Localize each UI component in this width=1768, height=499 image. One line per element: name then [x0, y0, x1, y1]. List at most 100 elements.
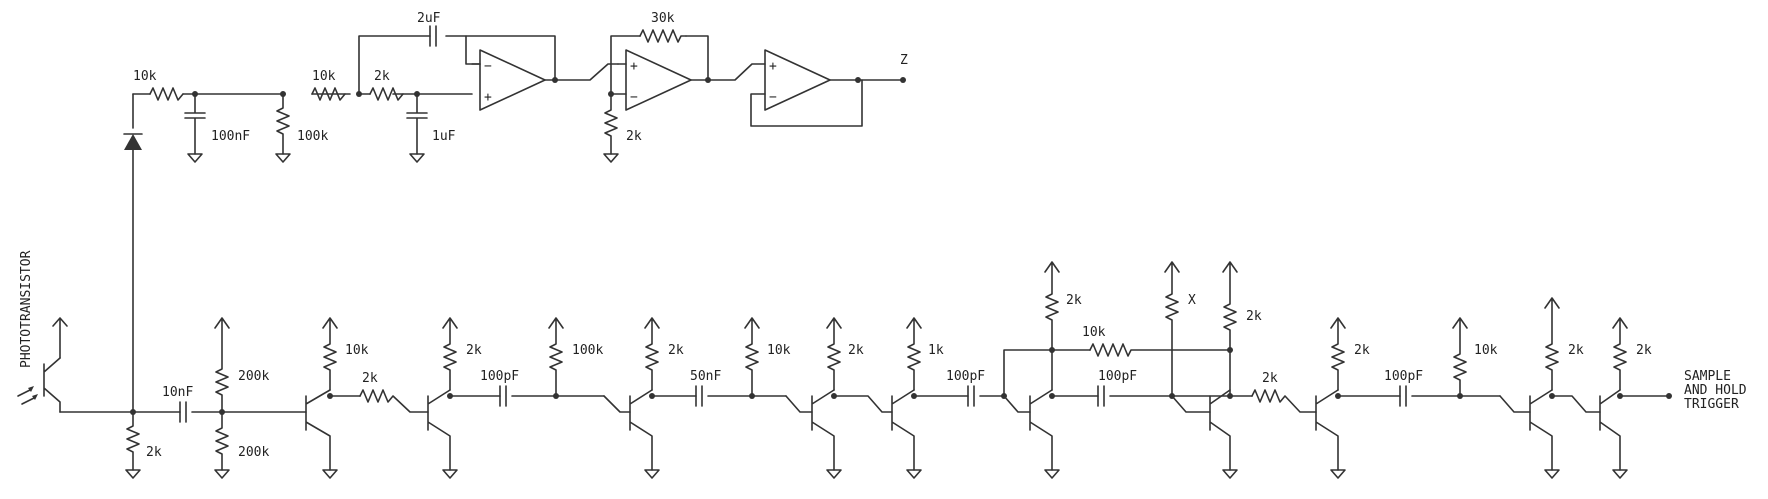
- resistor-1k-q5-collector: [906, 317, 922, 391]
- label-c-lp3: 1uF: [432, 129, 456, 144]
- label-phototransistor: PHOTOTRANSISTOR: [19, 250, 34, 368]
- label-r-b4: 10k: [767, 343, 791, 358]
- label-r-fb2: 10k: [1082, 325, 1106, 340]
- resistor-10k-feedback-2: [1089, 343, 1231, 357]
- resistor-200k-bottom: [214, 411, 230, 479]
- label-q7-rc: 2k: [1246, 309, 1262, 324]
- resistor-100k-b3: [548, 317, 564, 397]
- transistor-q4: [811, 389, 842, 479]
- capacitor-50nf: [695, 385, 703, 407]
- label-q10-rc: 2k: [1636, 343, 1652, 358]
- resistor-10k-input: [149, 87, 184, 101]
- label-q1-rb: 2k: [362, 371, 378, 386]
- resistor-100k-ground: [275, 93, 291, 163]
- label-q4-rc: 2k: [848, 343, 864, 358]
- svg-text:−: −: [769, 90, 777, 105]
- transistor-q3: [629, 389, 660, 479]
- resistor-2k-opamp2-gain: [603, 93, 619, 163]
- label-q9-rc: 2k: [1568, 343, 1584, 358]
- capacitor-2uf-feedback: [429, 25, 437, 47]
- resistor-200k-top: [214, 317, 230, 413]
- filter-amplifier-section: 10k 100nF 100k 10k 2k 2uF: [123, 11, 908, 413]
- svg-text:+: +: [630, 59, 638, 74]
- label-c-in: 10nF: [162, 385, 193, 400]
- resistor-10k-b4: [744, 317, 760, 397]
- label-r-b1-bot: 200k: [238, 445, 269, 460]
- resistor-2k-q8-collector: [1330, 317, 1346, 391]
- label-c-fb: 2uF: [417, 11, 441, 26]
- transistor-q9: [1529, 389, 1560, 479]
- resistor-2k-emitter: [125, 411, 141, 479]
- svg-text:−: −: [630, 90, 638, 105]
- label-r-b3: 100k: [572, 343, 603, 358]
- resistor-10k-q1-collector: [322, 317, 338, 391]
- transistor-q8: [1315, 389, 1346, 479]
- capacitor-100pf-5: [967, 385, 975, 407]
- resistor-10k-b9: [1452, 317, 1468, 397]
- label-out-sh-1: SAMPLE: [1684, 369, 1731, 384]
- capacitor-100pf-2: [499, 385, 507, 407]
- label-q6-rc: 2k: [1066, 293, 1082, 308]
- resistor-2k-q10-collector: [1612, 317, 1628, 391]
- resistor-2k-q4-collector: [826, 317, 842, 391]
- label-q7-rb: 2k: [1262, 371, 1278, 386]
- label-out-z: Z: [900, 53, 908, 68]
- transistor-q1: [305, 389, 338, 479]
- capacitor-1uf: [406, 93, 428, 163]
- label-r-g2: 2k: [626, 129, 642, 144]
- resistor-2k-q6-collector: [1044, 261, 1060, 391]
- transistor-chain-section: PHOTOTRANSISTOR 2k 10nF 200k 200k: [17, 250, 1747, 479]
- resistor-2k-q7-collector: [1222, 261, 1238, 351]
- resistor-2k-q2-collector: [442, 317, 458, 391]
- opamp-2: + −: [625, 49, 692, 111]
- label-c3: 50nF: [690, 369, 721, 384]
- label-r-b1-top: 200k: [238, 369, 269, 384]
- capacitor-100pf-6: [1097, 385, 1105, 407]
- svg-text:−: −: [484, 59, 492, 74]
- label-r-lp2: 10k: [312, 69, 336, 84]
- transistor-q10: [1599, 389, 1628, 479]
- label-r-x: X: [1188, 293, 1196, 308]
- diode: [123, 93, 143, 413]
- capacitor-100nf: [184, 93, 206, 163]
- label-out-sh-2: AND HOLD: [1684, 383, 1747, 398]
- resistor-2k-third: [369, 87, 404, 101]
- transistor-q7: [1209, 389, 1238, 479]
- label-q2-rc: 2k: [466, 343, 482, 358]
- label-r-in: 10k: [133, 69, 157, 84]
- label-c6: 100pF: [1098, 369, 1137, 384]
- transistor-q2: [427, 389, 458, 479]
- label-r-emit: 2k: [146, 445, 162, 460]
- label-r-lp3: 2k: [374, 69, 390, 84]
- label-q1-rc: 10k: [345, 343, 369, 358]
- transistor-q6: [1029, 389, 1060, 479]
- label-out-sh-3: TRIGGER: [1684, 397, 1739, 412]
- label-c-lp1: 100nF: [211, 129, 250, 144]
- svg-text:+: +: [769, 59, 777, 74]
- phototransistor-symbol: [17, 317, 68, 413]
- label-q8-rc: 2k: [1354, 343, 1370, 358]
- resistor-2k-q3-collector: [644, 317, 660, 391]
- resistor-2k-q7-base: [1251, 389, 1317, 413]
- transistor-q5: [891, 389, 922, 479]
- output-sample-hold-terminal: [1666, 393, 1672, 399]
- resistor-2k-q1-base: [359, 389, 429, 413]
- label-q5-rc: 1k: [928, 343, 944, 358]
- resistor-10k-second: [311, 87, 346, 101]
- capacitor-100pf-8: [1399, 385, 1407, 407]
- resistor-x: [1164, 261, 1180, 397]
- resistor-30k-feedback: [639, 29, 687, 43]
- label-r-gnd1: 100k: [297, 129, 328, 144]
- resistor-2k-q9-collector: [1544, 297, 1560, 391]
- label-r-b9: 10k: [1474, 343, 1498, 358]
- opamp-1: − +: [471, 49, 546, 111]
- label-r-fb: 30k: [651, 11, 675, 26]
- label-c8: 100pF: [1384, 369, 1423, 384]
- capacitor-10nf: [179, 401, 187, 423]
- output-z-terminal: [900, 77, 906, 83]
- label-c2: 100pF: [480, 369, 519, 384]
- label-c5: 100pF: [946, 369, 985, 384]
- opamp-3-buffer: + −: [764, 49, 831, 111]
- label-q3-rc: 2k: [668, 343, 684, 358]
